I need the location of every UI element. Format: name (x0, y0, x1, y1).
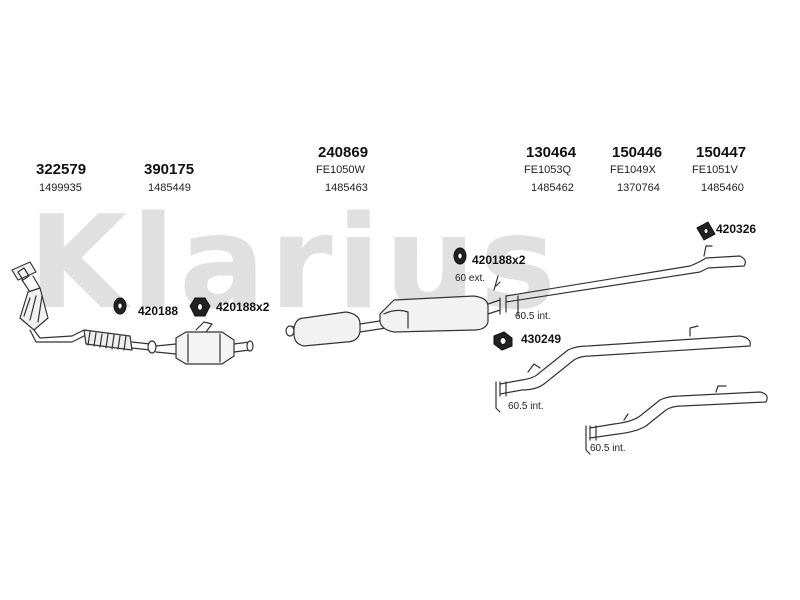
note-60-5-int-b: 60.5 int. (508, 401, 544, 412)
part-number-150446: 150446 (612, 144, 663, 161)
oe-number-1485460: 1485460 (701, 182, 744, 194)
part-number-240869: 240869 (318, 144, 369, 161)
catalyst-390175 (155, 321, 254, 365)
note-60-5-int-a: 60.5 int. (515, 311, 551, 322)
fitting-label-430249: 430249 (521, 332, 562, 346)
flex-pipe-322579 (83, 329, 157, 354)
part-number-322579: 322579 (36, 161, 87, 178)
code-FE1049X: FE1049X (610, 164, 656, 176)
oe-number-1485449: 1485449 (148, 182, 191, 194)
fitting-label-420188: 420188 (138, 304, 179, 318)
catalyst-322579 (11, 261, 85, 343)
oe-number-1499935: 1499935 (39, 182, 82, 194)
note-60-ext: 60 ext. (455, 273, 486, 284)
tailpipe-150447 (585, 385, 768, 455)
part-number-150447: 150447 (696, 144, 747, 161)
code-FE1053Q: FE1053Q (524, 164, 572, 176)
part-number-130464: 130464 (526, 144, 577, 161)
note-60-5-int-c: 60.5 int. (590, 443, 626, 454)
code-FE1050W: FE1050W (316, 164, 365, 176)
oe-number-1370764: 1370764 (617, 182, 660, 194)
code-FE1051V: FE1051V (692, 164, 738, 176)
fitting-label-420188x2-a: 420188x2 (216, 300, 270, 314)
fitting-label-420326: 420326 (716, 222, 757, 236)
fitting-label-420188x2-b: 420188x2 (472, 253, 526, 267)
oe-number-1485462: 1485462 (531, 182, 574, 194)
oe-number-1485463: 1485463 (325, 182, 368, 194)
tailpipe-150446 (495, 325, 751, 413)
front-silencer-240869 (285, 311, 387, 347)
rear-silencer-130464 (379, 245, 746, 333)
part-number-390175: 390175 (144, 161, 195, 178)
